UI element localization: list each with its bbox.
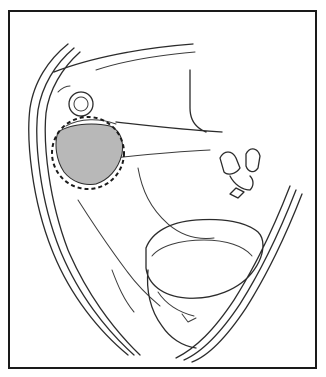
highlight-callout <box>52 117 124 189</box>
lower-dash-line <box>116 122 222 132</box>
seat-side-line <box>158 292 194 316</box>
dashboard-top-line <box>54 44 193 72</box>
seat-front-edge <box>148 270 196 348</box>
pedal-foot <box>230 188 244 198</box>
knob-bracket <box>58 86 70 92</box>
pedal-assembly <box>220 149 260 198</box>
dash-vertical-edge <box>190 70 206 132</box>
dashboard-edge <box>54 44 195 72</box>
door-sill-right <box>176 186 302 362</box>
seat-adjust-lever <box>182 314 196 322</box>
floor-contour <box>138 168 214 238</box>
pedal-upper <box>220 152 240 174</box>
knob-inner <box>74 97 88 111</box>
seat-cushion-seam <box>152 240 252 256</box>
side-panel-knob <box>58 86 93 116</box>
sill-line-2 <box>184 190 296 360</box>
knob-outer <box>69 92 93 116</box>
seat-cushion <box>146 220 263 299</box>
sill-line-1 <box>176 186 290 358</box>
pedal-right <box>246 149 260 172</box>
highlighted-component <box>56 124 123 185</box>
pedal-link <box>230 176 253 190</box>
door-frame-left <box>29 44 140 355</box>
